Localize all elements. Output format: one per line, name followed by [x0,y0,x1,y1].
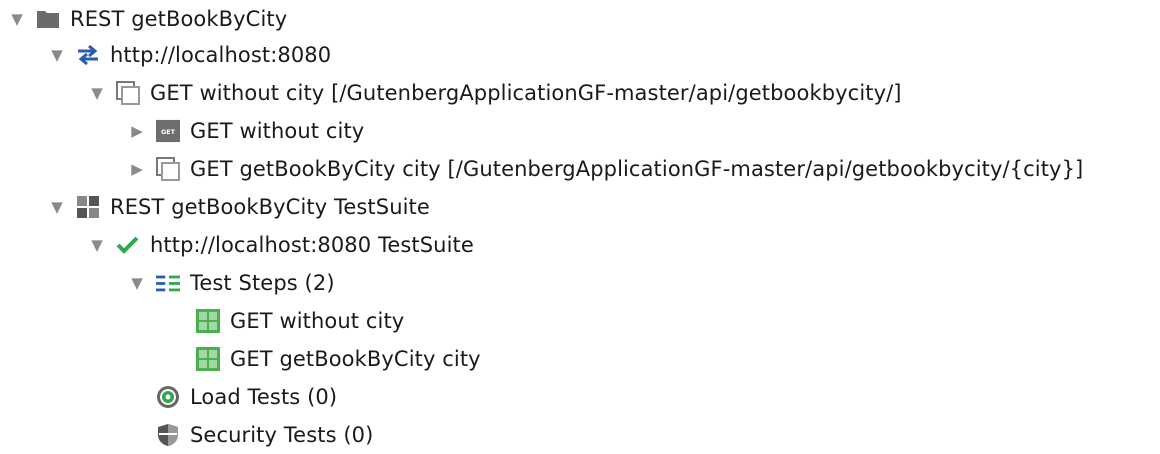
tree-node-teststeps[interactable]: ▼ Test Steps (2) [126,264,335,302]
tree-node-label: http://localhost:8080 [110,43,332,67]
list-icon [156,271,180,295]
tree-node-step1[interactable]: GET without city [166,302,404,340]
rest-step-icon [196,309,220,333]
tree-node-step2[interactable]: GET getBookByCity city [166,340,481,378]
tree-node-label: GET without city [230,309,405,333]
resource-window-icon [156,157,180,181]
expand-toggle[interactable]: ▼ [131,274,143,292]
collapse-toggle[interactable]: ▶ [131,122,143,140]
target-icon [156,385,180,409]
expand-toggle[interactable]: ▼ [11,10,23,28]
tree-node-label: Load Tests (0) [190,385,338,409]
checkmark-icon [116,233,140,257]
folder-icon [36,7,60,31]
tree-node-label: GET without city [190,119,365,143]
tree-node-label: REST getBookByCity [70,7,288,31]
tree-node-label: GET getBookByCity city [230,347,481,371]
resource-window-icon [116,81,140,105]
toggle-spacer [126,386,148,408]
tree-node-label: Test Steps (2) [190,271,335,295]
tree-node-testsuite-root[interactable]: ▼ REST getBookByCity TestSuite [46,188,430,226]
rest-step-icon [196,347,220,371]
expand-toggle[interactable]: ▼ [51,46,63,64]
expand-toggle[interactable]: ▼ [51,198,63,216]
collapse-toggle[interactable]: ▶ [131,160,143,178]
tree-node-project[interactable]: ▼ REST getBookByCity [6,0,287,38]
tree-node-resource-city[interactable]: ▶ GET getBookByCity city [/GutenbergAppl… [126,150,1083,188]
tree-node-securitytests[interactable]: Security Tests (0) [126,416,373,454]
tree-node-label: Security Tests (0) [190,423,374,447]
tree-node-resource[interactable]: ▼ GET without city [/GutenbergApplicatio… [86,74,902,112]
shield-icon [156,423,180,447]
toggle-spacer [126,424,148,446]
tree-node-label: REST getBookByCity TestSuite [110,195,430,219]
tree-node-label: GET getBookByCity city [/GutenbergApplic… [190,157,1084,181]
expand-toggle[interactable]: ▼ [91,236,103,254]
toggle-spacer [166,310,188,332]
tree-node-label: GET without city [/GutenbergApplicationG… [150,81,902,105]
tree-node-method-get[interactable]: ▶ GET GET without city [126,112,364,150]
tree-node-label: http://localhost:8080 TestSuite [150,233,474,257]
toggle-spacer [166,348,188,370]
expand-toggle[interactable]: ▼ [91,84,103,102]
get-method-icon: GET [156,119,180,143]
svg-text:GET: GET [161,128,176,136]
grid-icon [76,195,100,219]
transfer-arrows-icon [76,43,100,67]
tree-node-service[interactable]: ▼ http://localhost:8080 [46,36,331,74]
tree-node-loadtests[interactable]: Load Tests (0) [126,378,337,416]
tree-node-testsuite[interactable]: ▼ http://localhost:8080 TestSuite [86,226,474,264]
